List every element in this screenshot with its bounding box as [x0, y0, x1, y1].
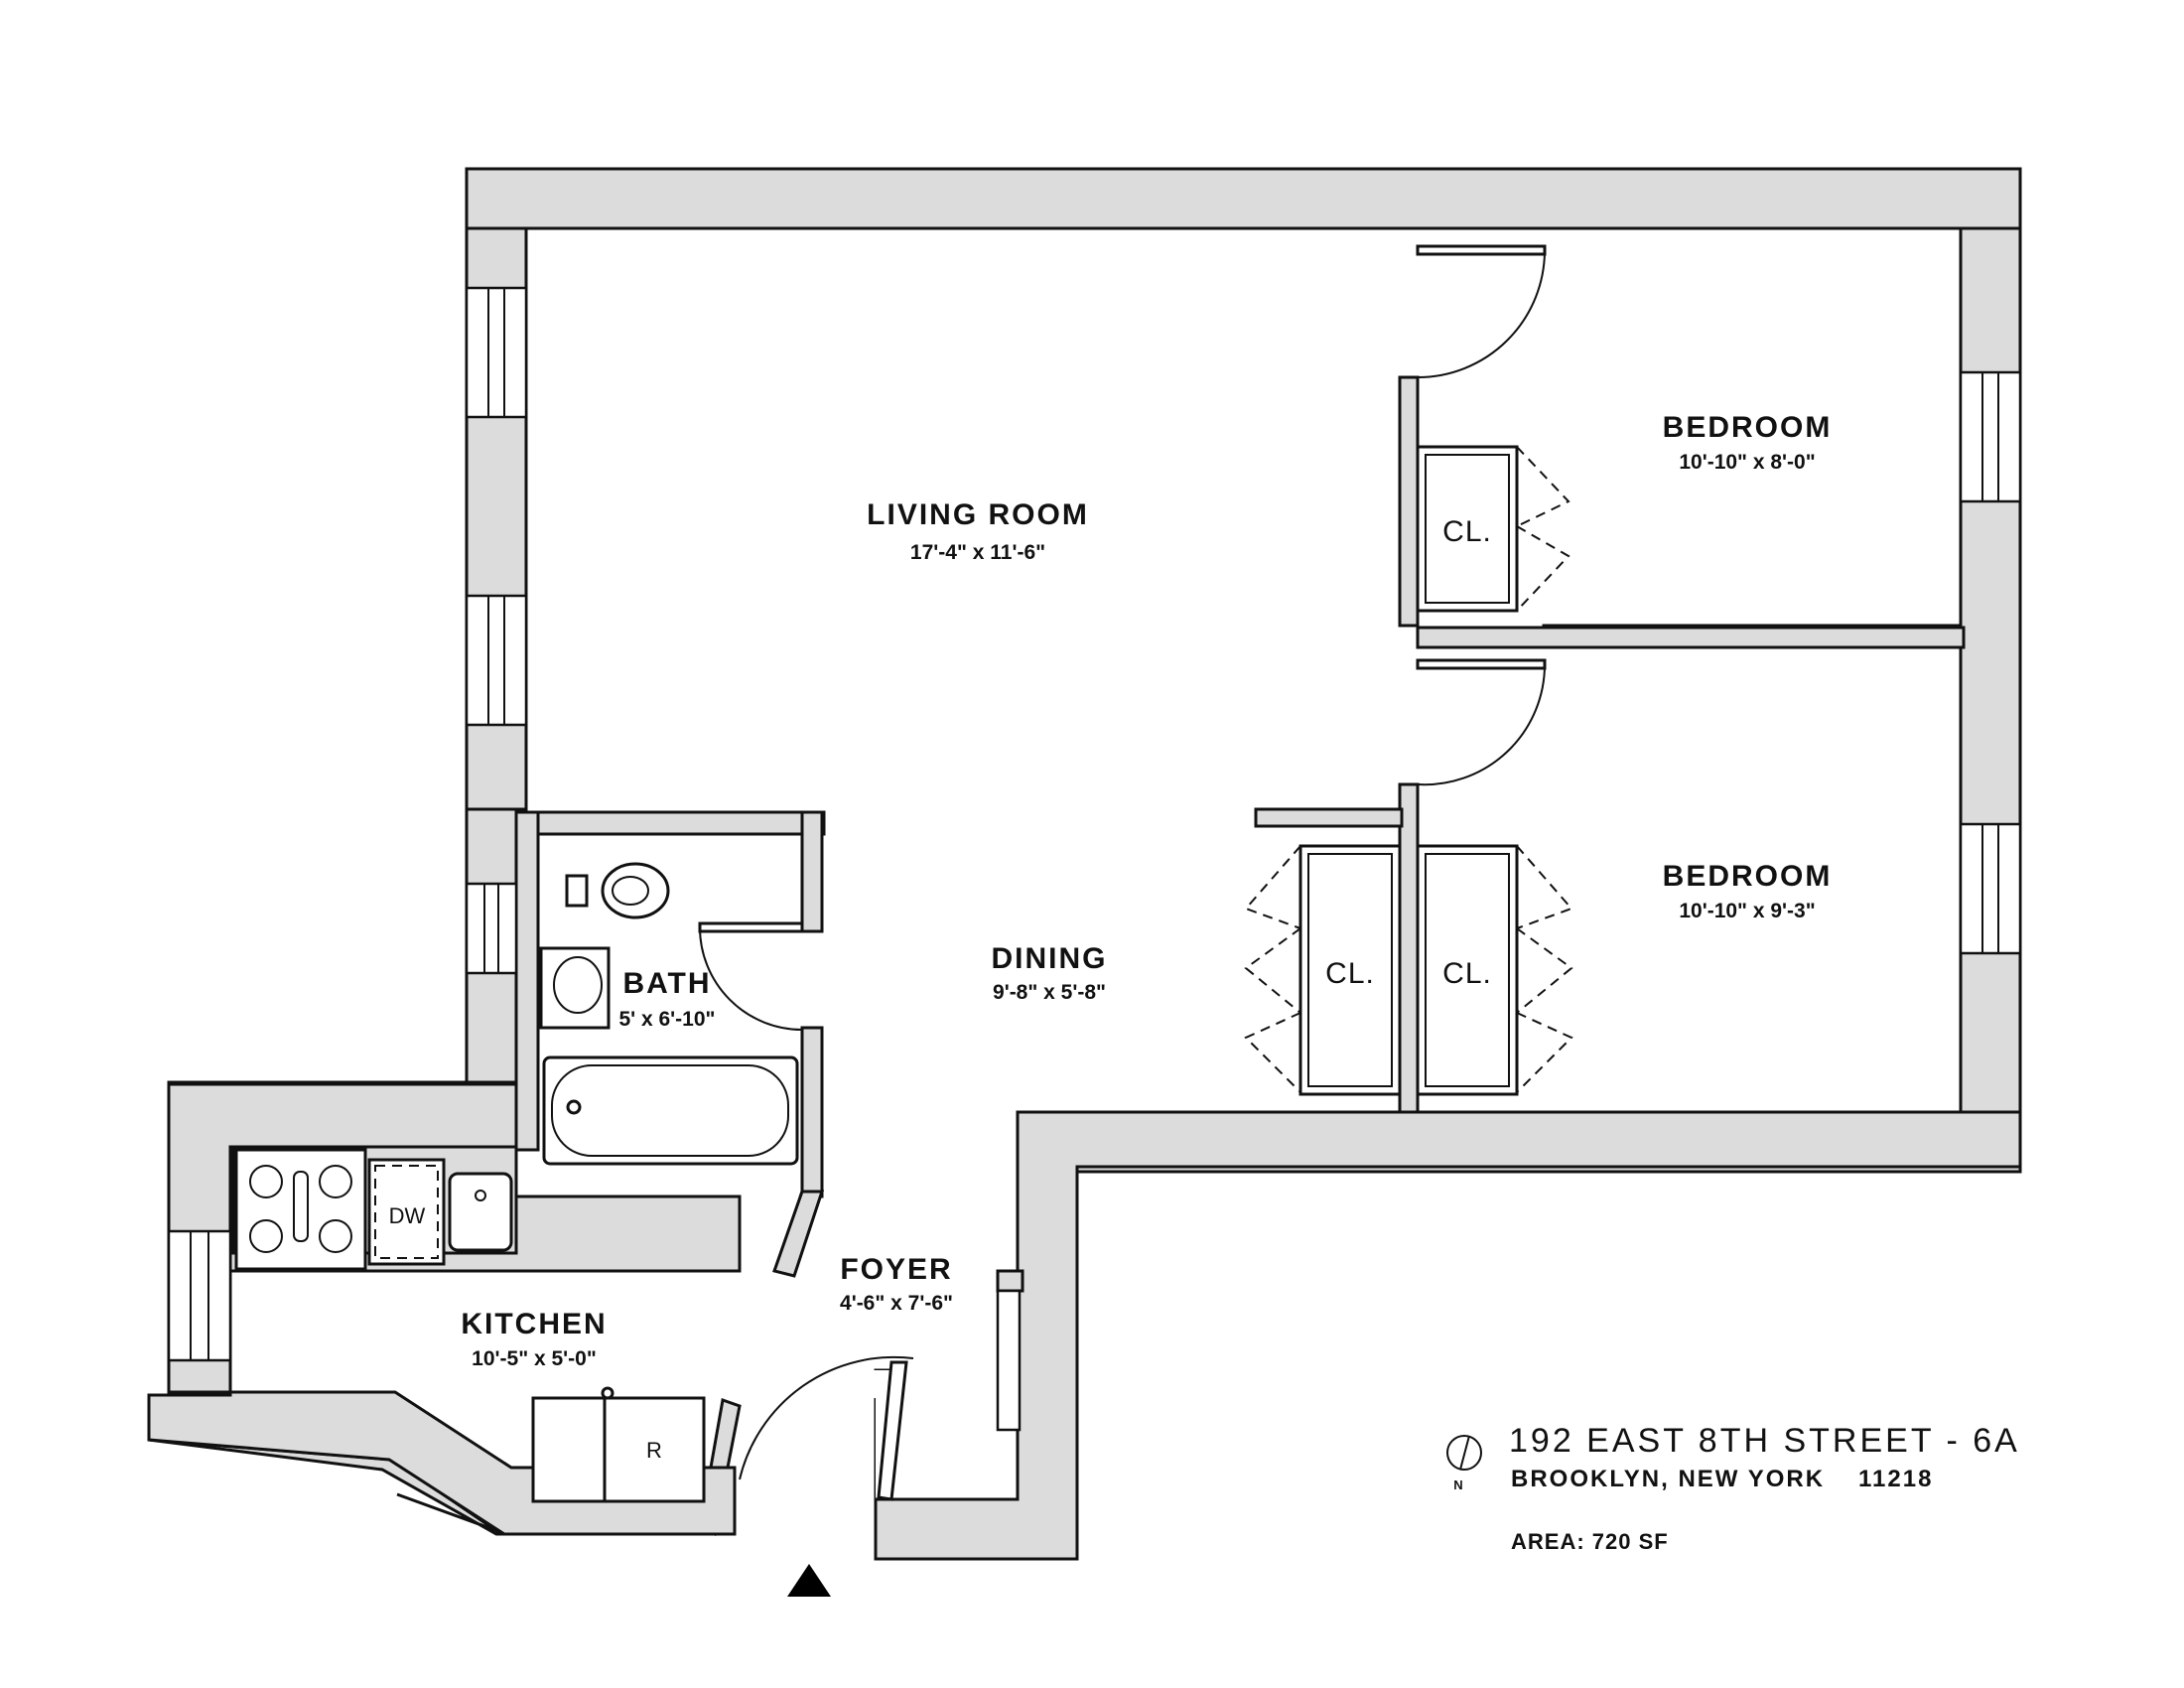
- wall-top-r: [465, 167, 2022, 230]
- closet-bedroom-2-right: [1416, 844, 1519, 1096]
- sink-counter: [539, 946, 611, 1030]
- bathtub: [542, 1055, 799, 1166]
- burner-4: [319, 1219, 352, 1253]
- refrigerator: [603, 1396, 706, 1503]
- door-bedroom-2-swing: [1417, 663, 1547, 786]
- refrigerator-label: R: [646, 1438, 662, 1463]
- burner-2: [319, 1165, 352, 1198]
- wall-bath-angled-r: [772, 1190, 825, 1278]
- toilet-tank: [565, 874, 589, 908]
- dining-dims: 9'-8" x 5'-8": [993, 981, 1106, 1004]
- entry-arrow-icon: [787, 1564, 831, 1597]
- door-entry-leaf: [877, 1360, 908, 1501]
- windows: [167, 286, 2022, 1432]
- window-bedroom-1: [1959, 370, 2022, 503]
- door-bedroom-2-leaf: [1416, 658, 1547, 670]
- kitchen-counter-lower: [531, 1396, 607, 1503]
- compass-icon: [1446, 1435, 1482, 1471]
- city-line: BROOKLYN, NEW YORK: [1511, 1466, 1825, 1492]
- foyer-name: FOYER: [840, 1253, 952, 1286]
- kitchen-fixtures: [234, 1148, 706, 1503]
- wall-foyer-r: [874, 1110, 2022, 1561]
- stove: [234, 1148, 367, 1271]
- closet-bedroom-1: [1416, 445, 1519, 613]
- dishwasher-label: DW: [389, 1203, 426, 1228]
- closet-bedroom-2-left: [1298, 844, 1402, 1096]
- bath-name: BATH: [622, 967, 711, 1000]
- wall-bath-top-r: [522, 810, 824, 836]
- wall-ledge-r: [1254, 807, 1404, 828]
- wall-part-upper-r: [1398, 375, 1420, 628]
- bath-sink: [553, 956, 603, 1014]
- closets: [1244, 445, 1573, 1096]
- bath-fixtures: [539, 862, 799, 1166]
- wall-right-r: [1959, 226, 2022, 1114]
- toilet-bowl: [601, 862, 670, 919]
- kitchen-sink: [448, 1172, 513, 1252]
- bedroom-1-dims: 10'-10" x 8'-0": [1679, 451, 1815, 474]
- room-labels: LIVING ROOM 17'-4" x 11'-6" BEDROOM 10'-…: [389, 411, 1833, 1492]
- kitchen-dims: 10'-5" x 5'-0": [472, 1347, 597, 1370]
- title-block: 192 EAST 8TH STREET - 6A BROOKLYN, NEW Y…: [1509, 1422, 2020, 1554]
- bedroom-2-dims: 10'-10" x 9'-3": [1679, 900, 1815, 922]
- wall-bath-left: [514, 810, 540, 1152]
- bedroom-1-name: BEDROOM: [1663, 411, 1833, 444]
- foyer-dims: 4'-6" x 7'-6": [840, 1292, 953, 1315]
- door-bath-leaf: [698, 921, 804, 933]
- compass-north-label: N: [1453, 1477, 1462, 1492]
- address-line: 192 EAST 8TH STREET - 6A: [1509, 1422, 2020, 1460]
- door-bath-swing: [699, 926, 803, 1031]
- wall-foyer-side: [996, 1269, 1024, 1293]
- door-entry-swing: [739, 1355, 914, 1480]
- wall-part-lower-r: [1398, 782, 1420, 1114]
- area-line: AREA: 720 SF: [1511, 1529, 1669, 1554]
- bathtub-inner: [551, 1064, 789, 1157]
- window-bedroom-2: [1959, 822, 2022, 955]
- bath-dims: 5' x 6'-10": [618, 1008, 715, 1031]
- closet-1-label: CL.: [1442, 515, 1492, 548]
- door-bedroom-1-leaf: [1416, 244, 1547, 256]
- window-foyer: [996, 1289, 1022, 1432]
- kitchen-name: KITCHEN: [461, 1308, 607, 1340]
- wall-bath-right-lower-r: [800, 1026, 824, 1198]
- living-room-dims: 17'-4" x 11'-6": [910, 541, 1045, 564]
- window-bath: [465, 882, 518, 975]
- burner-1: [249, 1165, 283, 1198]
- window-kitchen: [167, 1229, 232, 1362]
- burner-3: [249, 1219, 283, 1253]
- wall-between-r: [1416, 626, 1966, 649]
- wall-bath-right-r: [800, 810, 824, 933]
- closet-3-label: CL.: [1442, 957, 1492, 990]
- living-fill: [233, 230, 1400, 1499]
- zip-code: 11218: [1858, 1466, 1933, 1492]
- window-living-2: [465, 594, 528, 727]
- dining-name: DINING: [992, 942, 1108, 975]
- bedroom-2-name: BEDROOM: [1663, 860, 1833, 893]
- dishwasher: [367, 1158, 446, 1266]
- living-room-name: LIVING ROOM: [867, 498, 1089, 531]
- closet-2-label: CL.: [1325, 957, 1375, 990]
- window-living-1: [465, 286, 528, 419]
- door-bedroom-1-swing: [1417, 249, 1546, 378]
- room-fills: [233, 230, 1400, 1499]
- doors: [698, 244, 1547, 1501]
